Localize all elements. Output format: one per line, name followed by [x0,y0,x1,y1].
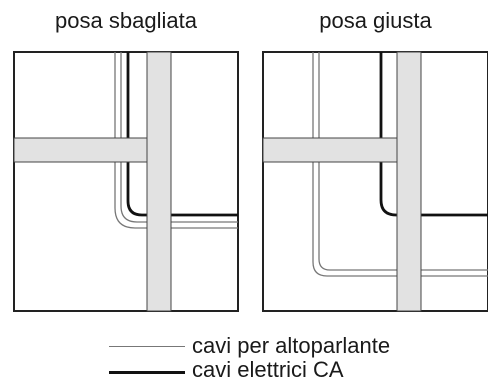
panel-right [262,51,488,312]
speaker-cable-outer [114,52,238,229]
power-cable [379,52,488,217]
vertical-beam [396,51,422,312]
speaker-cable-inner [318,52,488,271]
horizontal-beam [13,137,151,163]
legend-power-line [109,371,185,374]
legend-speaker-line [109,346,185,347]
panel-title-right: posa giusta [319,8,432,33]
vertical-beam [146,51,172,312]
speaker-cable-outer [312,52,488,277]
panel-right-frame [262,51,488,312]
horizontal-beam [262,137,400,163]
power-cable [126,52,238,217]
legend-speaker-label: cavi per altoparlante [192,333,391,358]
panel-wrong [13,51,239,312]
legend-power-label: cavi elettrici CA [192,357,344,382]
speaker-cable-inner [120,52,238,223]
panel-wrong-frame [13,51,239,312]
panel-title-wrong: posa sbagliata [55,8,197,33]
